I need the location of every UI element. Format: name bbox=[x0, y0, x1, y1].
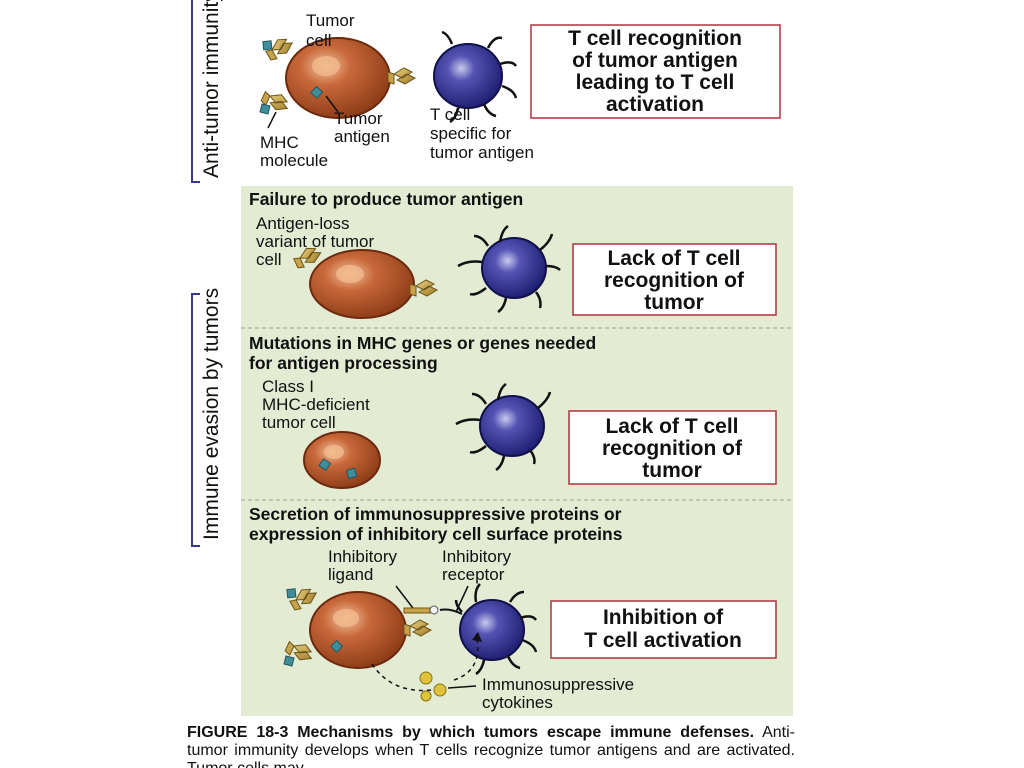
tumor-cell-3 bbox=[303, 431, 381, 489]
heading-mhc-mutations: for antigen processing bbox=[249, 353, 438, 373]
label-tumor-cell: Tumor bbox=[306, 11, 355, 30]
tumor-cell-4 bbox=[309, 591, 407, 669]
label-tumor-antigen: Tumor bbox=[334, 109, 383, 128]
side-label-immune-evasion: Immune evasion by tumors bbox=[200, 288, 223, 540]
leader-line bbox=[325, 95, 339, 113]
inhibitory-ligand-icon bbox=[403, 605, 439, 615]
t-cell-3 bbox=[455, 382, 552, 472]
label-tumor-antigen: antigen bbox=[334, 127, 390, 146]
side-label-anti-tumor: Anti-tumor immunity bbox=[200, 0, 223, 178]
label-t-cell: tumor antigen bbox=[430, 143, 534, 162]
caption-text: Anti-tumor immunity develops when T cell… bbox=[187, 724, 795, 768]
t-cell-1 bbox=[433, 30, 518, 124]
label-antigen-loss: variant of tumor bbox=[256, 232, 374, 251]
label-t-cell: specific for bbox=[430, 124, 512, 143]
label-mhc-molecule: molecule bbox=[260, 151, 328, 170]
figure-caption: FIGURE 18-3 Mechanisms by which tumors e… bbox=[187, 724, 795, 768]
t-cell-4 bbox=[439, 583, 538, 676]
immunosuppressive-cytokines-icon bbox=[371, 632, 482, 702]
t-cell-2 bbox=[457, 224, 561, 314]
tumor-cell-2 bbox=[309, 249, 415, 319]
caption-figure-title: FIGURE 18-3 Mechanisms by which tumors e… bbox=[187, 724, 755, 741]
label-inhibitory-receptor: Inhibitory bbox=[442, 547, 511, 566]
svg-text:Inhibition ofT cell activation: Inhibition ofT cell activation bbox=[584, 606, 742, 652]
label-antigen-loss: Antigen-loss bbox=[256, 214, 350, 233]
heading-failure-antigen: Failure to produce tumor antigen bbox=[249, 189, 523, 209]
label-inhibitory-receptor: receptor bbox=[442, 565, 505, 584]
label-cytokines: cytokines bbox=[482, 693, 553, 712]
label-cytokines: Immunosuppressive bbox=[482, 675, 634, 694]
leader-line bbox=[267, 111, 277, 129]
heading-immunosuppression: expression of inhibitory cell surface pr… bbox=[249, 524, 623, 544]
leader-line bbox=[453, 105, 461, 119]
heading-immunosuppression: Secretion of immunosuppressive proteins … bbox=[249, 504, 622, 524]
svg-text:Mutations in MHC genes or gene: Mutations in MHC genes or genes neededfo… bbox=[249, 333, 596, 373]
label-t-cell: T cell bbox=[430, 105, 470, 124]
label-inhibitory-ligand: Inhibitory bbox=[328, 547, 397, 566]
heading-mhc-mutations: Mutations in MHC genes or genes needed bbox=[249, 333, 596, 353]
label-mhc-deficient: Class I bbox=[262, 377, 314, 396]
side-bracket-bottom bbox=[191, 293, 200, 547]
label-tumor-cell: cell bbox=[306, 31, 332, 50]
label-mhc-deficient: MHC-deficient bbox=[262, 395, 370, 414]
label-mhc-deficient: tumor cell bbox=[262, 413, 336, 432]
svg-text:Secretion of immunosuppressive: Secretion of immunosuppressive proteins … bbox=[249, 504, 623, 544]
label-antigen-loss: cell bbox=[256, 250, 282, 269]
label-inhibitory-ligand: ligand bbox=[328, 565, 373, 584]
label-mhc-molecule: MHC bbox=[260, 133, 299, 152]
side-bracket-top bbox=[191, 0, 200, 183]
tumor-cell-1 bbox=[285, 37, 391, 119]
